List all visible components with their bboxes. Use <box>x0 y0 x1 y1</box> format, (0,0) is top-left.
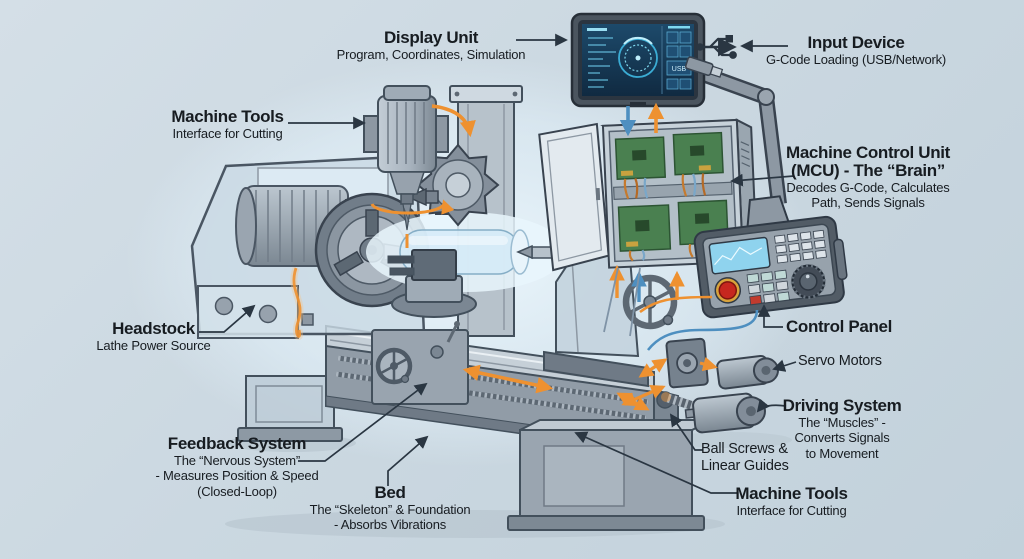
label-mcu: Machine Control Unit (MCU) - The “Brain”… <box>772 143 964 211</box>
emergency-stop-button <box>714 277 742 304</box>
label-ball-screws: Ball Screws & Linear Guides <box>701 441 806 474</box>
control-panel-device <box>693 195 848 319</box>
display-monitor: USB <box>570 12 787 205</box>
tool-turret <box>406 143 500 227</box>
label-title: Machine Control Unit <box>786 143 950 162</box>
spindle-drill-motor <box>363 85 449 231</box>
label-feedback-system: Feedback System The “Nervous System” - M… <box>142 434 332 499</box>
label-title: Driving System <box>782 396 902 415</box>
label-subtitle-line3: to Movement <box>805 445 879 461</box>
label-headstock: Headstock Lathe Power Source <box>86 319 221 354</box>
label-subtitle-line2: Path, Sends Signals <box>811 195 925 211</box>
label-title: Servo Motors <box>798 353 882 369</box>
label-title: Bed <box>374 483 406 502</box>
label-line1: Ball Screws & <box>701 441 788 457</box>
label-subtitle-line2: Converts Signals <box>794 430 890 446</box>
gearbox <box>665 337 709 389</box>
label-subtitle: The “Nervous System” <box>173 453 301 469</box>
label-servo-motors: Servo Motors <box>798 353 908 370</box>
leader-lines <box>199 33 797 494</box>
mcu-cabinet <box>538 118 759 272</box>
label-subtitle-line2: - Absorbs Vibrations <box>333 517 447 533</box>
label-title: Input Device <box>807 33 905 52</box>
servo-motor-top <box>716 354 779 390</box>
monitor-screen-content: USB <box>587 26 692 94</box>
label-title: Machine Tools <box>735 484 848 503</box>
label-title-line2: (MCU) - The “Brain” <box>791 161 945 181</box>
label-subtitle-line2: - Measures Position & Speed <box>155 468 319 484</box>
label-line2: Linear Guides <box>701 457 789 474</box>
label-control-panel: Control Panel <box>786 317 916 336</box>
label-subtitle: Interface for Cutting <box>736 503 847 519</box>
tool-post-carriage <box>371 249 477 405</box>
driving-system-parts <box>661 337 779 434</box>
label-subtitle: The “Skeleton” & Foundation <box>309 502 471 518</box>
rotation-arrows <box>370 104 476 248</box>
label-title: Machine Tools <box>171 107 284 126</box>
label-title: Headstock <box>112 319 195 338</box>
usb-screen-label: USB <box>672 66 687 73</box>
usb-symbol-icon <box>696 35 737 59</box>
label-machine-tools-bottom: Machine Tools Interface for Cutting <box>724 484 859 519</box>
label-input-device: Input Device G-Code Loading (USB/Network… <box>758 33 954 68</box>
label-subtitle: G-Code Loading (USB/Network) <box>765 52 947 68</box>
servo-motor-bottom <box>684 392 766 434</box>
label-title: Feedback System <box>167 434 307 453</box>
label-title: Display Unit <box>383 28 479 47</box>
signal-arrows <box>462 102 759 411</box>
label-subtitle: Lathe Power Source <box>96 338 211 354</box>
label-subtitle-line3: (Closed-Loop) <box>197 483 277 499</box>
label-subtitle: Interface for Cutting <box>172 126 283 142</box>
label-subtitle: Program, Coordinates, Simulation <box>336 47 526 63</box>
label-driving-system: Driving System The “Muscles” - Converts … <box>772 396 912 461</box>
label-display-unit: Display Unit Program, Coordinates, Simul… <box>326 28 536 63</box>
label-subtitle: Decodes G-Code, Calculates <box>786 180 950 196</box>
usb-stick-icon <box>684 56 724 78</box>
label-subtitle: The “Muscles” - <box>798 415 886 431</box>
jog-dial <box>790 263 826 299</box>
label-title: Control Panel <box>786 317 892 336</box>
label-bed: Bed The “Skeleton” & Foundation - Absorb… <box>295 483 485 533</box>
label-machine-tools-top: Machine Tools Interface for Cutting <box>150 107 305 142</box>
